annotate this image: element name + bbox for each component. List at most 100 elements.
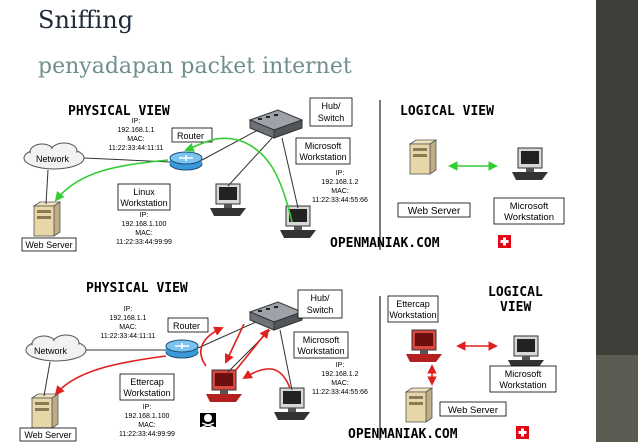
logical-microsoft-label-box: [493, 197, 565, 225]
microsoft-label-box: [293, 331, 349, 359]
router-mac: 11:22:33:44:11:11: [109, 145, 164, 152]
ettercap-mac: 11:22:33:44:99:99: [119, 431, 175, 438]
web-server-label-box: [21, 237, 77, 252]
logical-microsoft-icon: [511, 147, 549, 181]
logical-ettercap-icon: [405, 329, 443, 363]
web-server-label: Web Server: [24, 430, 71, 440]
traffic-arrow: [242, 368, 291, 389]
microsoft-workstation-icon: [273, 387, 311, 421]
hub-label-line1: Hub/: [310, 293, 330, 303]
linux-label-box: [117, 183, 171, 211]
microsoft-mac-label: MAC:: [331, 380, 349, 387]
router-mac: 11:22:33:44:11:11: [101, 333, 156, 340]
linux-mac: 11:22:33:44:99:99: [116, 239, 172, 246]
logical-view-title-line2: VIEW: [500, 300, 531, 315]
skull-icon: [200, 413, 216, 428]
microsoft-label-box: [295, 137, 351, 165]
hub-label-box: [309, 97, 353, 127]
linux-label-line1: Linux: [133, 187, 155, 197]
logical-view-title: LOGICAL VIEW: [400, 104, 494, 119]
microsoft-mac-label: MAC:: [331, 188, 349, 195]
microsoft-workstation-icon: [279, 205, 317, 239]
physical-view-title: PHYSICAL VIEW: [68, 104, 170, 119]
logical-web-server-label: Web Server: [448, 405, 498, 416]
diagram-2: PHYSICAL VIEW LOGICAL VIEW Network Route…: [19, 281, 557, 442]
ettercap-label-box: [119, 373, 175, 401]
hub-label-line2: Switch: [307, 305, 334, 315]
accent-bar-dark: [596, 0, 638, 355]
diagram-1: PHYSICAL VIEW LOGICAL VIEW Network Route…: [21, 97, 565, 252]
linux-mac-label: MAC:: [135, 230, 153, 237]
logical-ettercap-label-line2: Workstation: [389, 310, 436, 320]
router-label-box: [167, 317, 209, 333]
ettercap-mac-label: MAC:: [138, 422, 156, 429]
microsoft-mac: 11:22:33:44:55:66: [312, 389, 368, 396]
physical-view-title: PHYSICAL VIEW: [86, 281, 188, 296]
microsoft-ip-label: IP:: [336, 170, 345, 177]
logical-web-server-label-box: [439, 401, 507, 417]
web-server-icon: [31, 393, 59, 429]
ettercap-workstation-icon: [205, 369, 243, 403]
router-ip: 192.168.1.1: [118, 127, 155, 134]
traffic-arrow: [224, 323, 245, 364]
slide-title: Sniffing: [38, 6, 134, 34]
router-ip: 192.168.1.1: [110, 315, 147, 322]
router-ip-label: IP:: [132, 118, 141, 125]
microsoft-label-line2: Workstation: [297, 346, 344, 356]
linux-label-line2: Workstation: [120, 198, 167, 208]
router-mac-label: MAC:: [127, 136, 145, 143]
microsoft-label-line2: Workstation: [299, 152, 346, 162]
web-server-label-box: [19, 427, 77, 442]
traffic-arrow: [184, 137, 293, 223]
switch-icon: [249, 109, 303, 139]
logical-view-title-line1: LOGICAL: [488, 285, 543, 300]
logical-ettercap-label-line1: Ettercap: [396, 299, 430, 309]
router-icon: [169, 151, 203, 171]
logical-web-server-label-box: [397, 202, 471, 218]
hub-label-line1: Hub/: [321, 101, 341, 111]
microsoft-label-line1: Microsoft: [305, 141, 342, 151]
logical-microsoft-label-line2: Workstation: [504, 212, 554, 223]
hub-label-box: [297, 289, 343, 319]
hub-label-line2: Switch: [318, 113, 345, 123]
logical-web-server-icon: [405, 387, 433, 423]
router-ip-label: IP:: [124, 306, 133, 313]
logical-microsoft-label-line2: Workstation: [499, 380, 546, 390]
switch-icon: [249, 301, 303, 331]
router-mac-label: MAC:: [119, 324, 137, 331]
logical-web-server-icon: [409, 139, 437, 175]
logical-web-server-label: Web Server: [408, 206, 461, 217]
watermark: OPENMANIAK.COM: [348, 427, 458, 442]
linux-ip-label: IP:: [140, 212, 149, 219]
traffic-arrow: [200, 326, 224, 367]
web-server-label: Web Server: [25, 240, 72, 250]
watermark: OPENMANIAK.COM: [330, 236, 440, 251]
traffic-arrow: [54, 355, 167, 396]
traffic-arrow: [235, 328, 270, 371]
logical-microsoft-label-box: [489, 365, 557, 393]
swiss-flag-icon: [498, 235, 511, 248]
accent-bar-mid: [596, 355, 638, 442]
logical-microsoft-label-line1: Microsoft: [505, 369, 542, 379]
microsoft-ip-label: IP:: [336, 362, 345, 369]
linux-ip: 192.168.1.100: [122, 221, 167, 228]
router-label: Router: [173, 321, 200, 331]
ettercap-ip-label: IP:: [143, 404, 152, 411]
slide-subtitle: penyadapan packet internet: [38, 54, 352, 79]
router-icon: [165, 339, 199, 359]
microsoft-mac: 11:22:33:44:55:66: [312, 197, 368, 204]
swiss-flag-icon: [516, 426, 529, 439]
linux-workstation-icon: [209, 183, 247, 217]
logical-ettercap-label-box: [387, 295, 439, 323]
logical-microsoft-label-line1: Microsoft: [510, 201, 549, 212]
network-label: Network: [36, 154, 70, 164]
traffic-arrow: [54, 159, 169, 202]
router-label-box: [171, 127, 213, 143]
network-label: Network: [34, 346, 68, 356]
ettercap-ip: 192.168.1.100: [125, 413, 170, 420]
ettercap-label-line1: Ettercap: [130, 377, 164, 387]
microsoft-ip: 192.168.1.2: [322, 371, 359, 378]
logical-microsoft-icon: [507, 335, 545, 369]
microsoft-ip: 192.168.1.2: [322, 179, 359, 186]
